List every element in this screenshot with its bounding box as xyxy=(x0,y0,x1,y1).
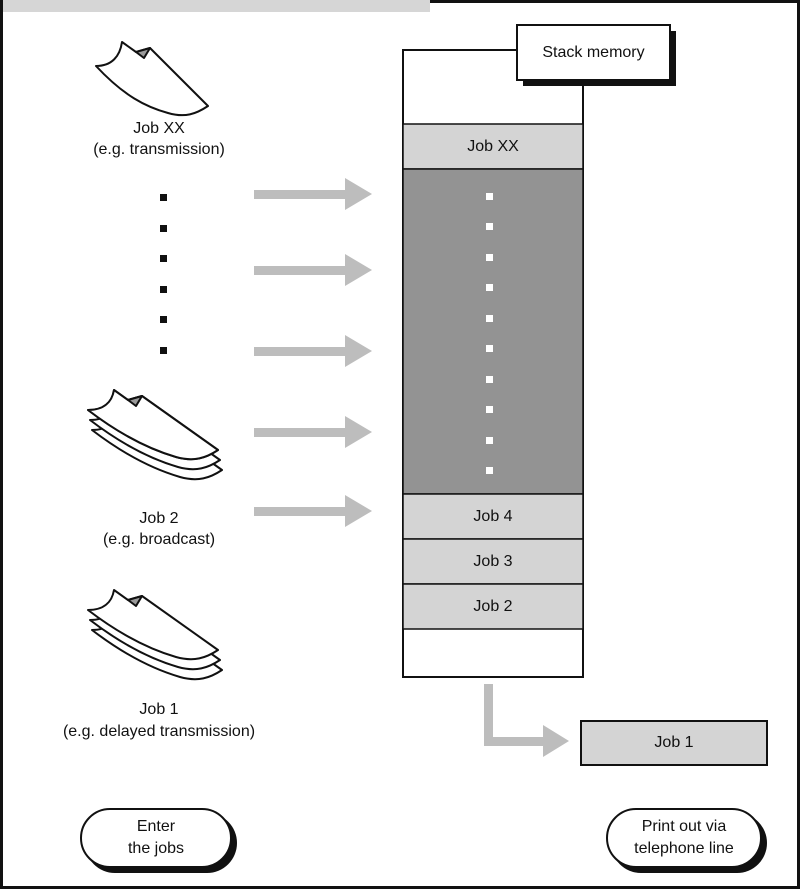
stack-ellipsis-dot xyxy=(486,284,493,291)
ellipsis-dot xyxy=(160,286,167,293)
stack-ellipsis-dot xyxy=(486,254,493,261)
job-note: (e.g. broadcast) xyxy=(102,531,216,548)
input-arrow xyxy=(254,178,372,210)
job-name: Job 2 xyxy=(139,510,179,527)
stack-ellipsis-dot xyxy=(486,315,493,322)
stack-slot-label: Job 4 xyxy=(473,507,513,525)
stack-ellipsis-dot xyxy=(486,437,493,444)
document-stack-icon xyxy=(87,389,223,481)
ellipsis-dot xyxy=(160,347,167,354)
stack-tab xyxy=(516,24,671,81)
stack-ellipsis-dot xyxy=(486,406,493,413)
top-gray-bar xyxy=(0,0,430,12)
stack-ellipsis-dot xyxy=(486,193,493,200)
stack-slot-job-xx xyxy=(402,123,584,170)
job-name: Job XX xyxy=(133,120,185,137)
stack-ellipsis-dot xyxy=(486,223,493,230)
input-arrow xyxy=(254,416,372,448)
job-note: (e.g. delayed transmission) xyxy=(62,723,256,740)
document-stack-icon xyxy=(87,589,223,681)
ellipsis-dot xyxy=(160,194,167,201)
output-box xyxy=(580,720,768,766)
stack-slot-label: Job 3 xyxy=(473,552,513,570)
job-name: Job 1 xyxy=(139,701,179,718)
input-arrow xyxy=(254,335,372,367)
job-note: (e.g. transmission) xyxy=(93,141,225,158)
stack-middle-block xyxy=(402,168,584,495)
ellipsis-dot xyxy=(160,255,167,262)
print-out-button[interactable]: Print out via telephone line xyxy=(606,808,762,868)
stack-slot-label: Job XX xyxy=(467,137,519,155)
stack-slot-label: Job 2 xyxy=(473,597,513,615)
top-black-rule xyxy=(430,0,800,3)
output-job-label: Job 1 xyxy=(654,734,694,751)
stack-ellipsis-dot xyxy=(486,467,493,474)
stack-ellipsis-dot xyxy=(486,345,493,352)
stack-memory-title: Stack memory xyxy=(542,43,645,61)
output-arrow xyxy=(484,684,569,757)
ellipsis-dot xyxy=(160,225,167,232)
ellipsis-dot xyxy=(160,316,167,323)
stack-ellipsis-dot xyxy=(486,376,493,383)
input-arrow xyxy=(254,254,372,286)
stack-slot-job-2 xyxy=(402,583,584,630)
enter-jobs-button[interactable]: Enter the jobs xyxy=(80,808,232,868)
input-arrow xyxy=(254,495,372,527)
document-icon xyxy=(95,41,209,117)
